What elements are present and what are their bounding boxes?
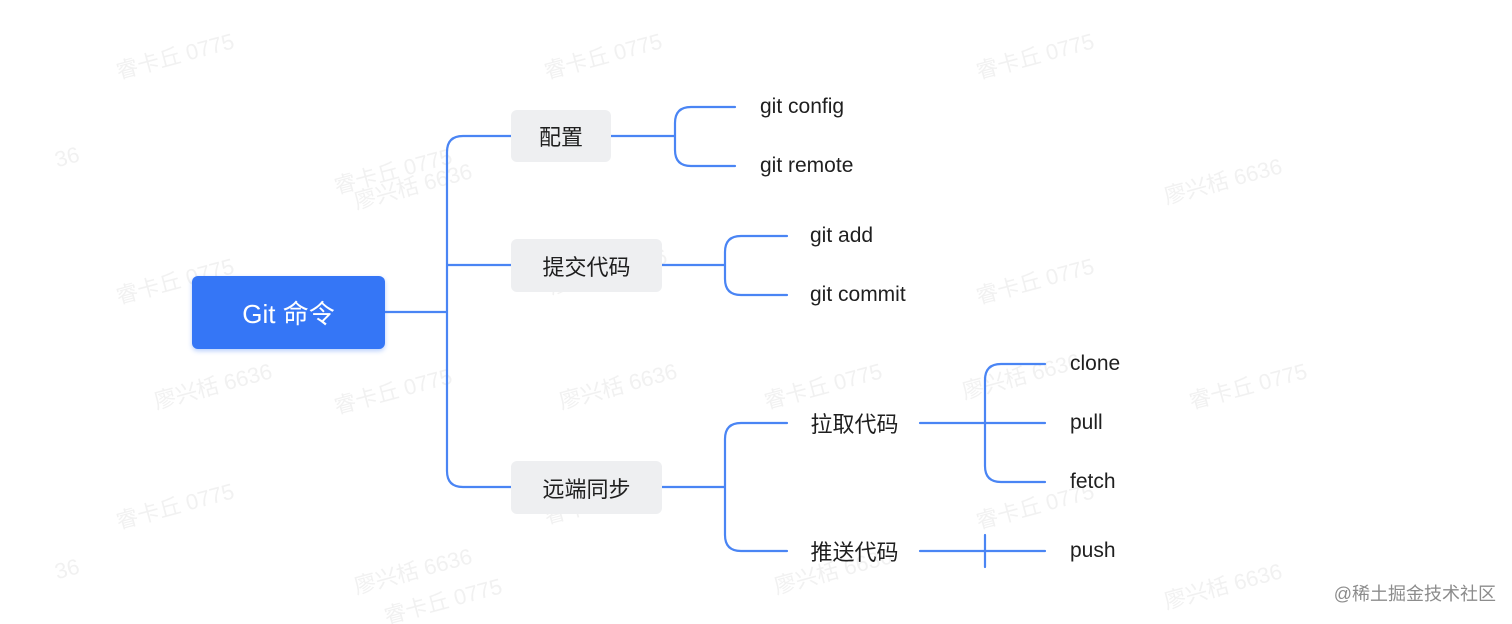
leaf-git-config[interactable]: git config [760,95,845,118]
root-label: Git 命令 [242,299,335,329]
leaf-clone[interactable]: clone [1070,352,1121,375]
branch-remote-sync[interactable]: 远端同步 [511,461,662,514]
leaf-git-remote[interactable]: git remote [760,154,854,177]
branch-config[interactable]: 配置 [511,110,611,162]
leaf-git-commit[interactable]: git commit [810,283,906,306]
pull-code-connector [918,362,1047,484]
branch-label: 配置 [538,125,583,150]
subbranch-push-code[interactable]: 推送代码 [810,540,899,565]
root-connector [383,134,513,489]
leaf-fetch[interactable]: fetch [1070,470,1116,493]
remote-sync-connector [660,421,789,553]
config-connector [609,105,737,168]
push-code-connector [918,533,1047,569]
branch-commit-code[interactable]: 提交代码 [511,239,662,292]
commit-connector [660,234,789,297]
brand-label: @稀土掘金技术社区 [1333,584,1496,604]
subbranch-pull-code[interactable]: 拉取代码 [810,412,899,437]
branch-label: 远端同步 [542,476,631,502]
leaf-push[interactable]: push [1070,539,1116,562]
leaf-pull[interactable]: pull [1070,411,1103,434]
root-node[interactable]: Git 命令 [192,276,385,349]
branch-label: 提交代码 [542,254,631,280]
leaf-git-add[interactable]: git add [810,224,874,247]
